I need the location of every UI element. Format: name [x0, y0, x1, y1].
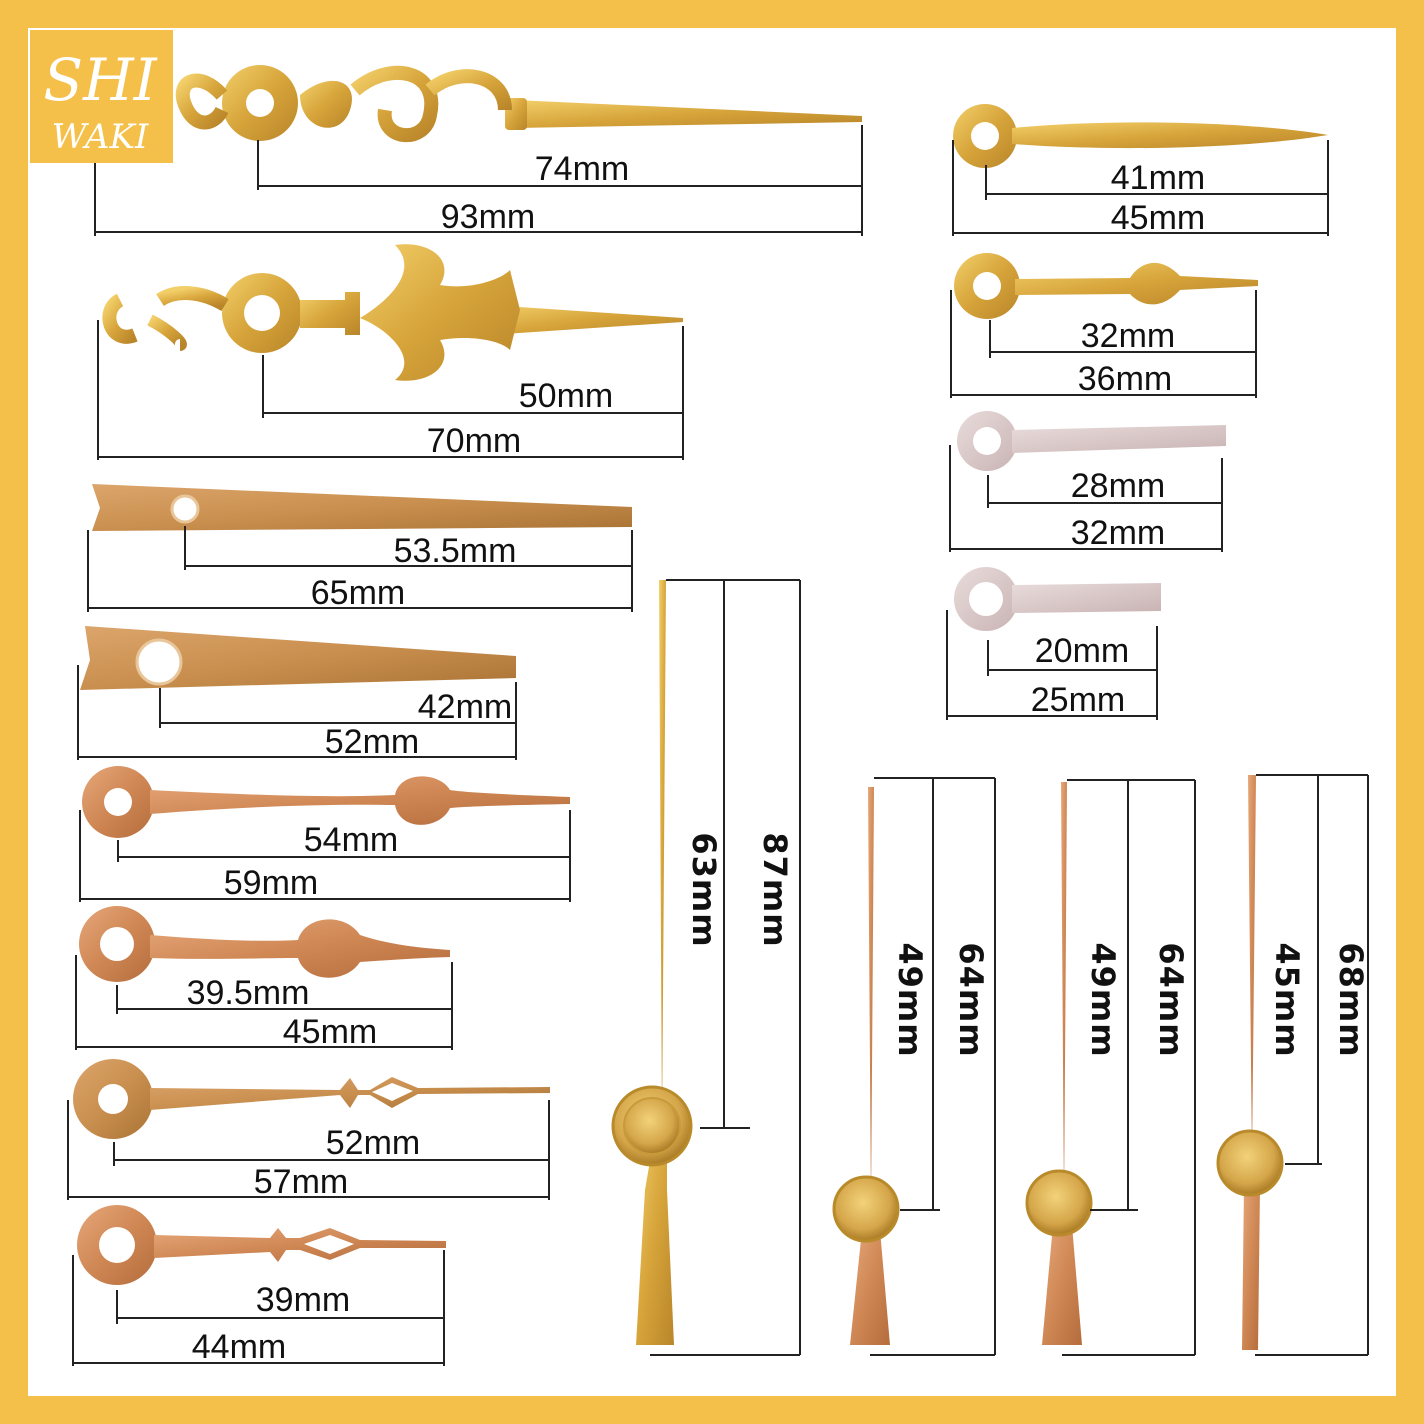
dims-h1: 74mm 93mm [94, 125, 863, 236]
dim-s4-short: 45mm [1268, 942, 1306, 1057]
hand-ornate-medium [102, 244, 683, 381]
dim-r2-short: 32mm [1081, 317, 1175, 355]
second-hand-copper-1 [832, 787, 900, 1345]
second-hand-gold [611, 580, 693, 1345]
hand-right-1 [953, 104, 1328, 168]
logo-line2: WAKI [52, 117, 149, 157]
dims-s3: 49mm 64mm [1062, 779, 1196, 1356]
dim-r4-long: 25mm [1031, 681, 1125, 719]
dims-h2: 50mm 70mm [97, 320, 684, 460]
dims-h3: 53.5mm 65mm [87, 526, 633, 612]
white-panel [28, 28, 1396, 1396]
dims-h6: 39.5mm 45mm [75, 955, 453, 1051]
dim-h8-short: 39mm [256, 1281, 350, 1319]
dim-r1-long: 45mm [1111, 199, 1205, 237]
dim-s3-long: 64mm [1152, 942, 1190, 1057]
dim-r3-short: 28mm [1071, 467, 1165, 505]
dim-h7-long: 57mm [254, 1163, 348, 1201]
dim-r3-long: 32mm [1071, 514, 1165, 552]
dim-h2-long: 70mm [427, 422, 521, 460]
dims-s1: 63mm 87mm [650, 579, 801, 1356]
dims-s2: 49mm 64mm [870, 777, 996, 1356]
dim-r4-short: 20mm [1035, 632, 1129, 670]
second-hand-copper-2 [1025, 782, 1093, 1345]
dims-h5: 54mm 59mm [79, 810, 571, 902]
hand-diamond-long [73, 1059, 550, 1139]
hand-diamond-short [77, 1205, 446, 1285]
dim-h4-long: 52mm [325, 723, 419, 761]
dim-h1-long: 93mm [441, 198, 535, 236]
hand-right-3-silver [957, 411, 1226, 471]
hand-bar-wide [80, 626, 516, 690]
dims-r3: 28mm 32mm [949, 445, 1223, 552]
dim-s2-short: 49mm [891, 942, 929, 1057]
hand-right-4-silver [954, 567, 1161, 631]
dim-h2-short: 50mm [519, 377, 613, 415]
dim-r1-short: 41mm [1111, 159, 1205, 197]
dims-h8: 39mm 44mm [72, 1250, 445, 1366]
dims-r2: 32mm 36mm [950, 290, 1257, 398]
dims-r1: 41mm 45mm [952, 140, 1329, 237]
dim-s4-long: 68mm [1332, 942, 1370, 1057]
dims-s4: 45mm 68mm [1255, 774, 1370, 1356]
dim-h3-short: 53.5mm [394, 532, 517, 570]
dim-s3-short: 49mm [1084, 942, 1122, 1057]
dim-h1-short: 74mm [535, 150, 629, 188]
dim-h8-long: 44mm [192, 1328, 286, 1366]
hand-spade-medium [79, 906, 450, 982]
dim-r2-long: 36mm [1078, 360, 1172, 398]
dim-h3-long: 65mm [311, 574, 405, 612]
hand-spade-long [82, 766, 570, 838]
brand-logo: SHI WAKI [30, 30, 173, 163]
hand-bar-long [92, 484, 632, 531]
hand-right-2 [954, 253, 1258, 319]
dim-s1-long: 87mm [756, 832, 794, 947]
hand-ornate-large [175, 65, 862, 143]
dim-h6-long: 45mm [283, 1013, 377, 1051]
dims-h7: 52mm 57mm [67, 1100, 550, 1201]
dim-h5-long: 59mm [224, 864, 318, 902]
dim-h5-short: 54mm [304, 821, 398, 859]
dim-h6-short: 39.5mm [187, 974, 310, 1012]
dim-h4-short: 42mm [418, 688, 512, 726]
dims-h4: 42mm 52mm [77, 665, 517, 761]
dim-s2-long: 64mm [952, 942, 990, 1057]
dims-r4: 20mm 25mm [946, 610, 1158, 720]
second-hand-copper-3 [1216, 775, 1284, 1350]
dim-s1-short: 63mm [685, 832, 723, 947]
logo-line1: SHI [43, 46, 157, 114]
dim-h7-short: 52mm [326, 1124, 420, 1162]
